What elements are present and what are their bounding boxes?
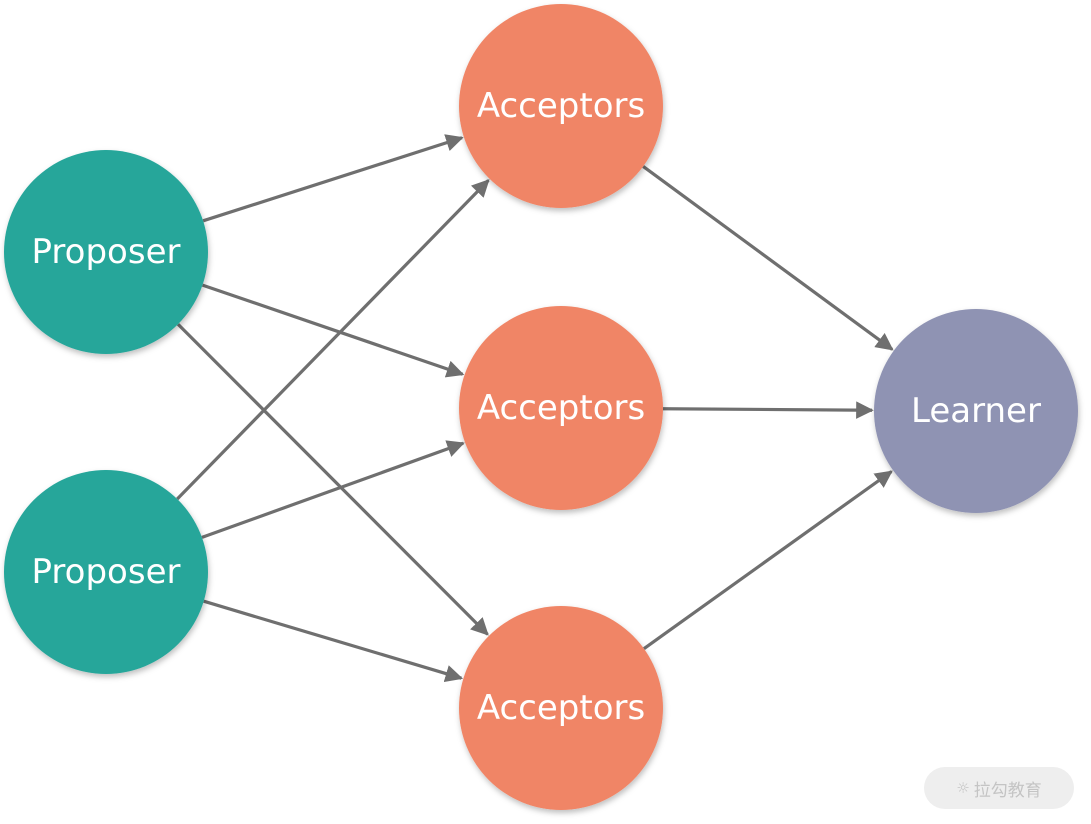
- node-acceptor-2: Acceptors: [459, 306, 663, 510]
- watermark-text: 拉勾教育: [973, 780, 1042, 801]
- acceptor-label: Acceptors: [477, 388, 645, 428]
- acceptor-label: Acceptors: [477, 688, 645, 728]
- node-learner-1: Learner: [874, 309, 1078, 513]
- acceptor-circle: [459, 4, 663, 208]
- node-proposer-2: Proposer: [4, 470, 208, 674]
- arrow-proposer-2-to-acceptor-1: [176, 179, 490, 501]
- acceptor-label: Acceptors: [477, 86, 645, 126]
- arrow-proposer-2-to-acceptor-3: [203, 599, 464, 683]
- arrow-acceptor-1-to-learner-1: [642, 165, 894, 351]
- arrow-proposer-1-to-acceptor-2: [201, 283, 465, 378]
- arrow-acceptor-3-to-learner-1: [643, 470, 893, 650]
- learner-label: Learner: [911, 391, 1041, 431]
- arrow-proposer-1-to-acceptor-3: [176, 323, 489, 636]
- proposer-circle: [4, 150, 208, 354]
- arrow-proposer-1-to-acceptor-1: [202, 134, 464, 223]
- node-proposer-1: Proposer: [4, 150, 208, 354]
- learner-circle: [874, 309, 1078, 513]
- edges: [176, 134, 894, 683]
- watermark: ☼ 拉勾教育: [924, 767, 1074, 809]
- arrow-proposer-2-to-acceptor-2: [201, 440, 465, 539]
- node-acceptor-3: Acceptors: [459, 606, 663, 810]
- proposer-label: Proposer: [32, 232, 181, 272]
- acceptor-circle: [459, 306, 663, 510]
- logo-icon: ☼: [956, 779, 970, 797]
- nodes: ProposerProposerAcceptorsAcceptorsAccept…: [4, 4, 1078, 810]
- node-acceptor-1: Acceptors: [459, 4, 663, 208]
- acceptor-circle: [459, 606, 663, 810]
- proposer-circle: [4, 470, 208, 674]
- proposer-label: Proposer: [32, 552, 181, 592]
- arrow-acceptor-2-to-learner-1: [662, 401, 874, 419]
